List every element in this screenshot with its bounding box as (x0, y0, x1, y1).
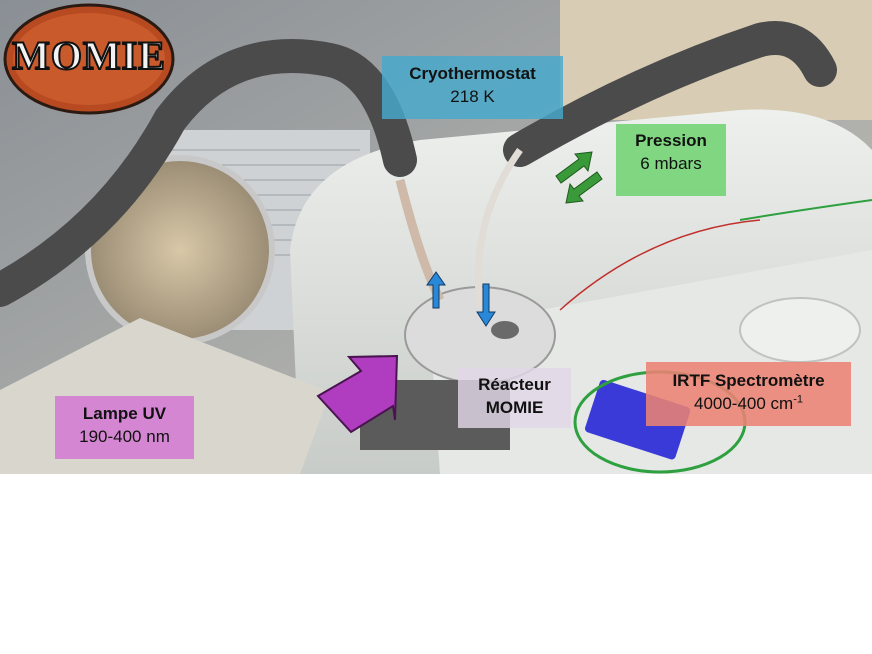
label-irtf-spectrometre: IRTF Spectromètre 4000-400 cm-1 (646, 362, 851, 426)
sample-port (739, 297, 861, 363)
label-cryothermostat: Cryothermostat 218 K (382, 56, 563, 119)
flow-arrow-down (476, 283, 496, 327)
pressure-arrow-down (565, 171, 603, 204)
flow-arrow-up (426, 271, 446, 309)
tube-right (474, 147, 523, 306)
label-pression: Pression 6 mbars (616, 124, 726, 196)
pression-value: 6 mbars (640, 154, 702, 173)
irtf-value-exponent: -1 (793, 393, 803, 406)
reacteur-value: MOMIE (485, 398, 544, 417)
irtf-value-main: 4000-400 cm (693, 394, 794, 413)
lampe-uv-title: Lampe UV (82, 404, 167, 423)
pression-title: Pression (635, 131, 707, 150)
momie-logo: MOMIE (3, 3, 175, 116)
irtf-value: 4000-400 cm-1 (646, 392, 851, 415)
green-wire (739, 199, 872, 221)
pressure-arrow-up (555, 151, 593, 184)
cryothermostat-title: Cryothermostat (409, 64, 536, 83)
reacteur-title: Réacteur (478, 375, 551, 394)
label-reacteur: Réacteur MOMIE (458, 368, 571, 428)
red-wire (559, 219, 761, 311)
cryo-hose-left (0, 39, 417, 307)
logo-text: MOMIE (12, 33, 166, 78)
lampe-uv-value: 190-400 nm (79, 427, 170, 446)
irtf-title: IRTF Spectromètre (672, 371, 825, 390)
cryo-hose-right (503, 21, 837, 167)
reactor-center (491, 321, 519, 339)
uv-arrow (316, 354, 399, 434)
cryothermostat-value: 218 K (450, 87, 495, 106)
label-lampe-uv: Lampe UV 190-400 nm (55, 396, 194, 459)
